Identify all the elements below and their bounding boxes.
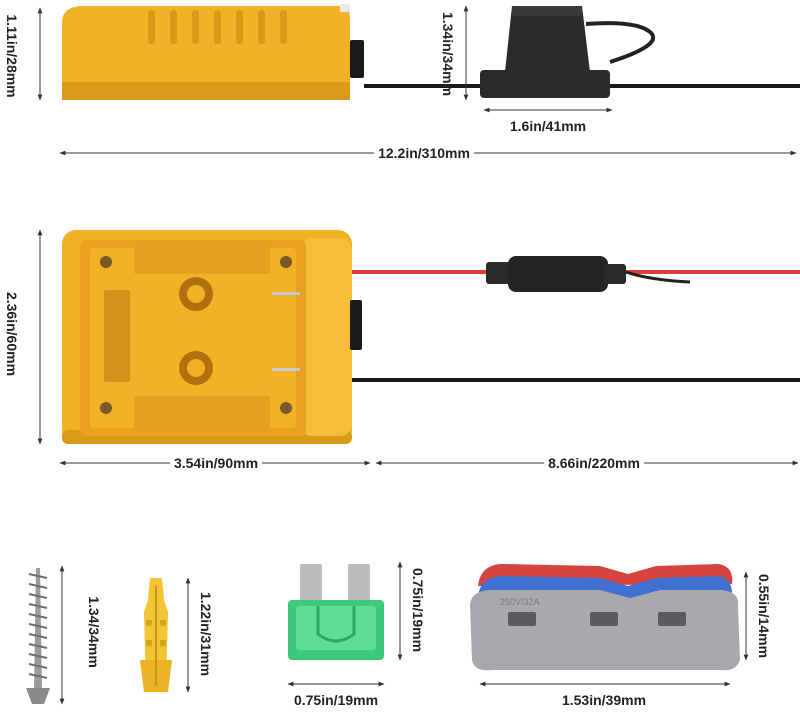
label-adapter-height: 1.11in/28mm (4, 14, 20, 98)
label-total-length: 12.2in/310mm (374, 145, 474, 161)
label-connector-width: 1.53in/39mm (557, 692, 651, 708)
label-adapter-length: 3.54in/90mm (169, 455, 263, 471)
fuse-holder-side-view (480, 6, 656, 98)
adapter-side-view (62, 4, 364, 100)
screw (26, 568, 50, 704)
label-fuse-width: 0.75in/19mm (289, 692, 383, 708)
label-fuse-holder-width: 1.6in/41mm (505, 118, 591, 134)
label-adapter-width: 2.36in/60mm (4, 291, 20, 377)
label-fuse-height: 0.75in/19mm (410, 567, 426, 653)
label-cable-length: 8.66in/220mm (544, 455, 644, 471)
label-screw-length: 1.34/34mm (86, 596, 102, 668)
fuse-holder-top-view (486, 256, 691, 292)
blade-fuse (288, 564, 384, 660)
switch-top (350, 300, 362, 350)
label-connector-height: 0.55in/14mm (756, 573, 772, 659)
switch-side (350, 40, 364, 78)
label-fuse-holder-height: 1.34in/34mm (440, 11, 456, 97)
connector-print-text: 250V/32A (500, 597, 540, 607)
label-anchor-length: 1.22in/31mm (198, 591, 214, 677)
lever-wire-connector (470, 564, 740, 671)
adapter-top-view (62, 230, 362, 444)
wall-anchor (140, 578, 172, 692)
